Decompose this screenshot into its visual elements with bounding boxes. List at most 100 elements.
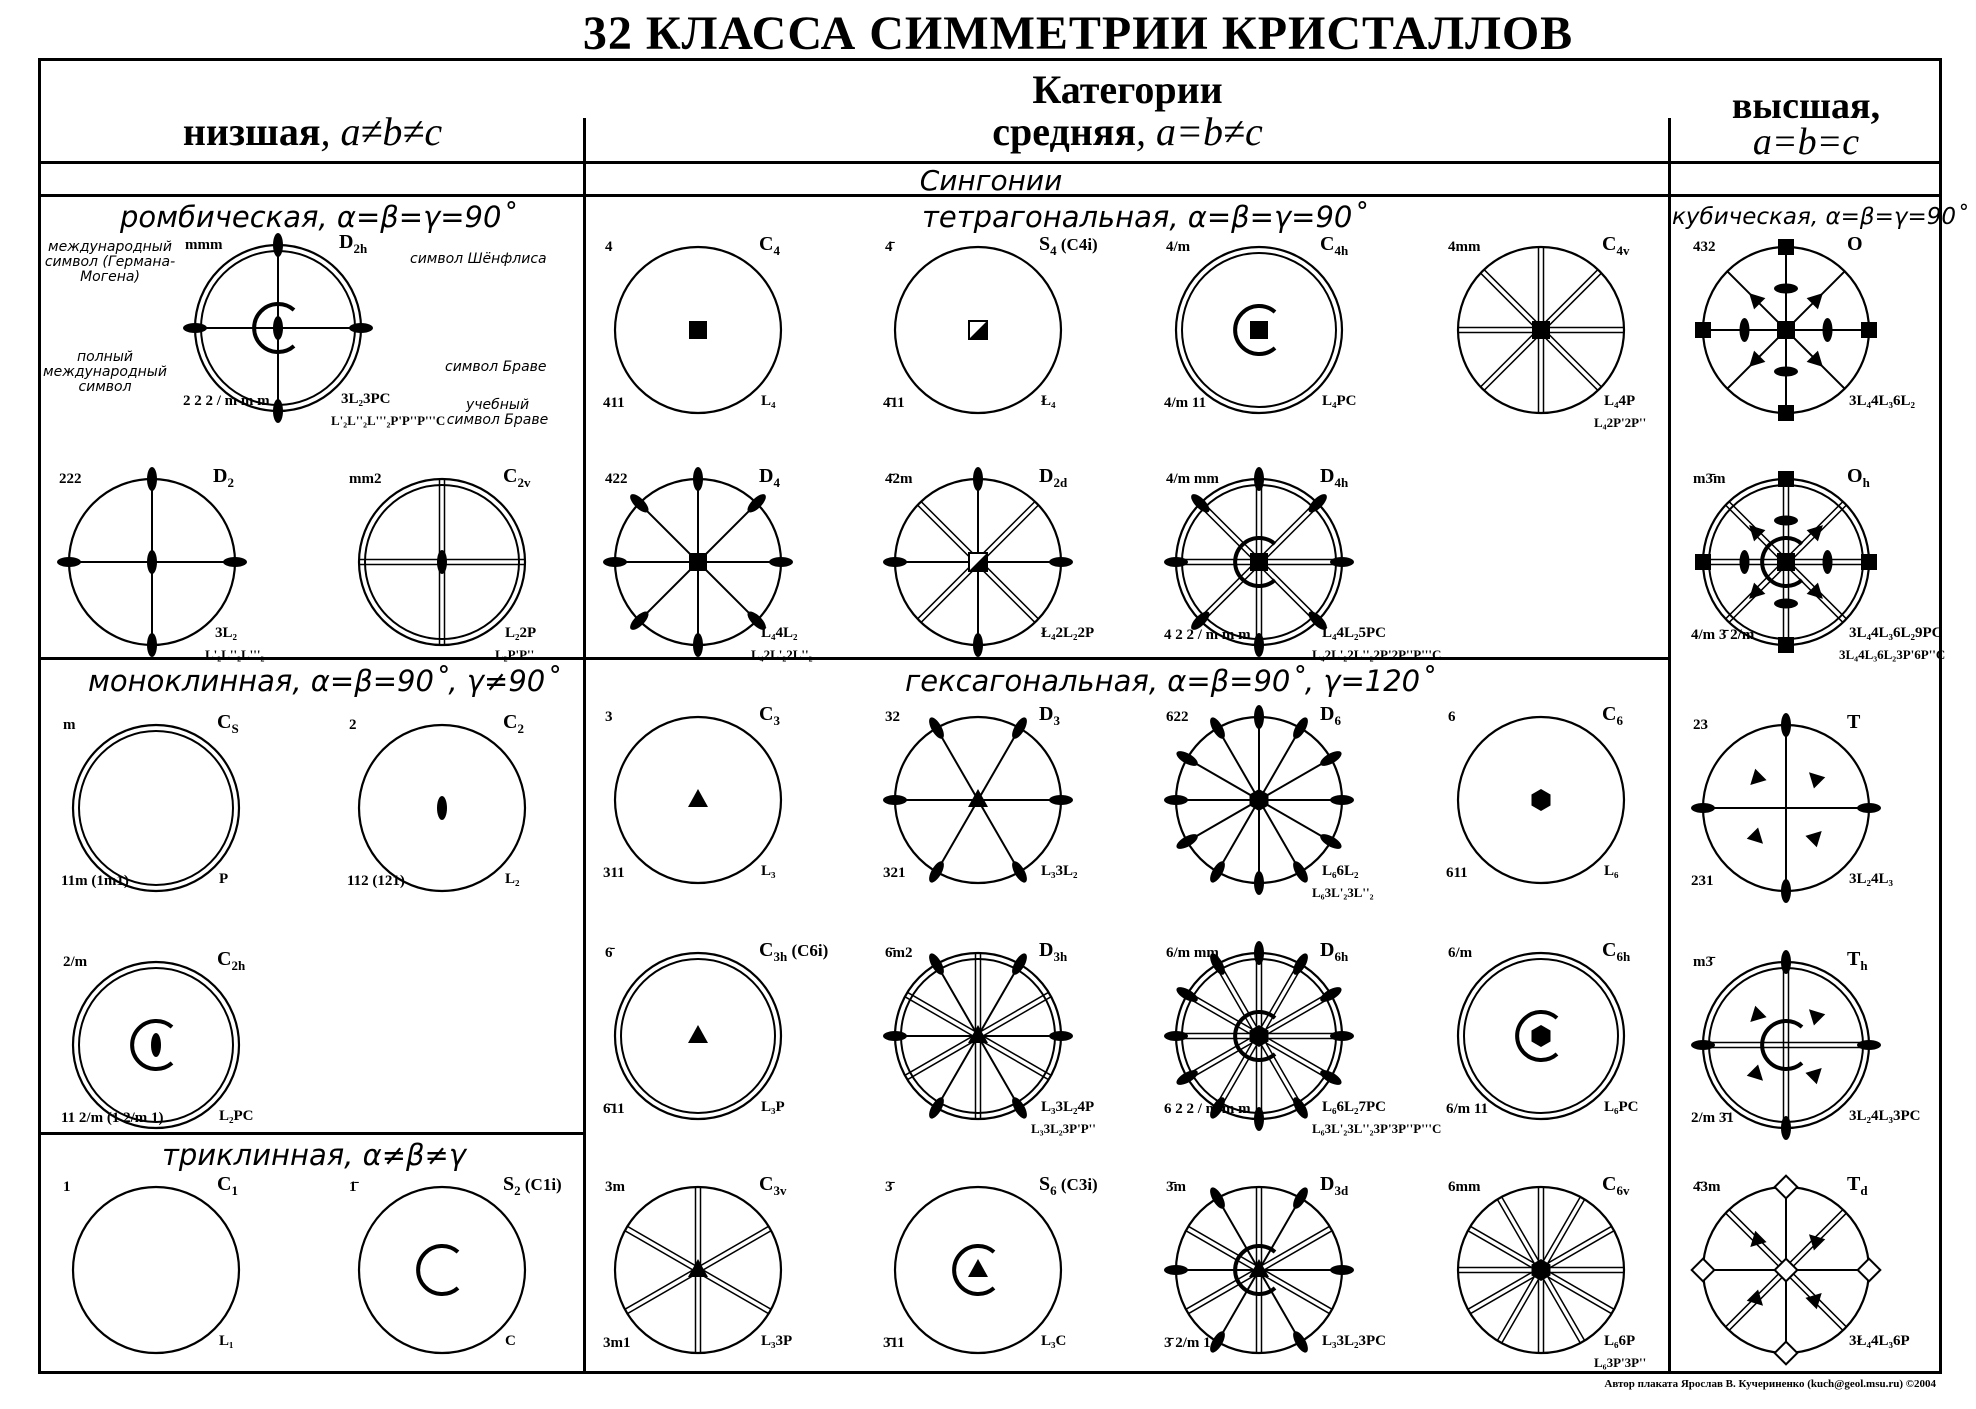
bravais-symbol: 3Ł₄4L₃6P: [1849, 1333, 1910, 1349]
edu-bravais-symbol: L₃3L₂3P'P'': [1031, 1121, 1096, 1136]
twofold-axis-symbol: [1254, 941, 1264, 965]
intl-symbol: 1̄: [349, 1179, 357, 1195]
fourfold-axis-symbol: [1861, 322, 1877, 338]
tetragonal-system-title: тетрагональная, α=β=γ=90˚: [922, 200, 1367, 234]
full-intl-symbol: 3̄11: [883, 1335, 905, 1351]
bravais-symbol: L₆6P: [1604, 1333, 1636, 1349]
schoenflies-symbol: S6 (C3i): [1039, 1173, 1098, 1198]
bravais-symbol: L₃3L₂: [1041, 863, 1078, 879]
twofold-axis-symbol: [747, 494, 766, 513]
stereogram-S4: [893, 245, 1063, 415]
primitive-circle: [613, 245, 783, 415]
schoenflies-symbol: D2d: [1039, 465, 1068, 490]
schoenflies-symbol: C2: [503, 711, 524, 736]
twofold-axis-symbol: [1774, 366, 1798, 377]
threefold-axis-symbol: [1249, 1259, 1269, 1277]
intl-symbol: 6/m: [1448, 945, 1473, 961]
sixfold-axis-symbol: [1249, 1025, 1269, 1047]
twofold-axis-symbol: [1210, 717, 1225, 739]
twofold-axis-symbol: [1308, 611, 1327, 630]
twofold-axis-symbol: [1320, 987, 1342, 1002]
intl-symbol: 2: [349, 717, 357, 733]
schoenflies-symbol: C4: [759, 233, 780, 258]
twofold-axis-symbol: [1330, 1265, 1354, 1275]
threefold-axis-symbol: [1808, 1009, 1826, 1026]
schoenflies-symbol: C3h (C6i): [759, 939, 829, 964]
stereogram-D4h: [1164, 467, 1354, 657]
horizontal-mirror-circle: [78, 730, 234, 886]
categories-header: Категории: [1032, 67, 1223, 112]
schoenflies-symbol: C2h: [217, 948, 246, 973]
primitive-circle: [71, 1185, 241, 1355]
edu-bravais-symbol: L'₂L''₂L'''₂P'P''P'''C: [331, 413, 446, 428]
twofold-axis-symbol: [1164, 557, 1188, 567]
threefold-axis-symbol: [1749, 293, 1766, 310]
inversion-center-symbol: [252, 302, 296, 354]
primitive-circle: [1456, 245, 1626, 415]
divider: [38, 161, 1942, 164]
twofold-axis-symbol: [1012, 717, 1027, 739]
schoenflies-symbol: CS: [217, 711, 239, 736]
twofold-axis-symbol: [147, 633, 157, 657]
twofold-axis-symbol: [147, 550, 157, 574]
stereogram-C4v: [1456, 245, 1626, 415]
primitive-circle: [357, 477, 527, 647]
horizontal-mirror-circle: [620, 958, 776, 1114]
sixfold-axis-symbol: [1249, 789, 1269, 811]
twofold-axis-symbol: [1781, 879, 1791, 903]
threefold-axis-symbol: [1750, 768, 1767, 786]
schoenflies-symbol: C6h: [1602, 939, 1631, 964]
divider: [38, 657, 1670, 660]
horizontal-mirror-circle: [78, 967, 234, 1123]
twofold-axis-symbol: [929, 861, 944, 883]
bravais-symbol: 3L₄4L₃6L₂: [1849, 393, 1916, 409]
bravais-symbol: C: [505, 1333, 516, 1349]
fourfold-axis-symbol: [1532, 321, 1550, 339]
intl-symbol: 1: [63, 1179, 71, 1195]
bravais-symbol: L₆6L₂: [1322, 863, 1359, 879]
intl-symbol: 4/m: [1166, 239, 1191, 255]
full-intl-symbol: 4̄11: [883, 395, 905, 411]
intl-symbol: 6: [1448, 709, 1456, 725]
stereogram-C2: [357, 723, 527, 893]
edu-bravais-symbol: L₆3P'3P'': [1594, 1355, 1647, 1370]
twofold-axis-symbol: [1822, 318, 1833, 342]
fourfold-axis-symbol: [1695, 322, 1711, 338]
inversion-center-symbol: [952, 1244, 996, 1296]
full-intl-symbol: 3̄ 2/m 1: [1164, 1335, 1211, 1351]
divider: [1668, 118, 1671, 1374]
twofold-axis-symbol: [1781, 950, 1791, 974]
stereogram-C3h: [613, 951, 783, 1121]
schoenflies-symbol: S4 (C4i): [1039, 233, 1098, 258]
fourfold-axis-symbol: [1778, 239, 1794, 255]
edu-bravais-symbol: L₆3L'₂3L''₂: [1312, 885, 1374, 900]
stereogram-D3d: [1164, 1185, 1354, 1355]
author-credit: Автор плаката Ярослав В. Кучериненко (ku…: [1604, 1378, 1936, 1390]
stereogram-D3: [883, 715, 1073, 885]
inversion-center-symbol: [1515, 1010, 1559, 1062]
intl-symbol: 6mm: [1448, 1179, 1481, 1195]
primitive-circle: [613, 951, 783, 1121]
primitive-circle: [71, 960, 241, 1130]
bravais-symbol: L₃3L₂3PC: [1322, 1333, 1386, 1349]
twofold-axis-symbol: [1164, 795, 1188, 805]
twofold-axis-symbol: [883, 557, 907, 567]
schoenflies-symbol: D3: [1039, 703, 1060, 728]
legend-bravais: символ Браве: [445, 359, 547, 375]
schoenflies-symbol: O: [1847, 233, 1863, 255]
twofold-axis-symbol: [883, 795, 907, 805]
bravais-symbol: L₄4P: [1604, 393, 1636, 409]
intl-symbol: m3̄m: [1693, 471, 1726, 487]
schoenflies-symbol: C6v: [1602, 1173, 1630, 1198]
full-intl-symbol: 11 2/m (1 2/m 1): [61, 1110, 164, 1126]
intl-symbol: 6̄: [605, 945, 613, 961]
threefold-axis-symbol: [1749, 582, 1766, 599]
twofold-axis-symbol: [1293, 717, 1308, 739]
threefold-axis-symbol: [1805, 1292, 1822, 1310]
intl-symbol: 622: [1166, 709, 1189, 725]
bravais-symbol: L₂2P: [505, 625, 537, 641]
twofold-axis-symbol: [1308, 494, 1327, 513]
sixfold-axis-symbol: [1531, 789, 1551, 811]
twofold-axis-symbol: [883, 1031, 907, 1041]
stereogram-Oh: [1695, 471, 1877, 653]
